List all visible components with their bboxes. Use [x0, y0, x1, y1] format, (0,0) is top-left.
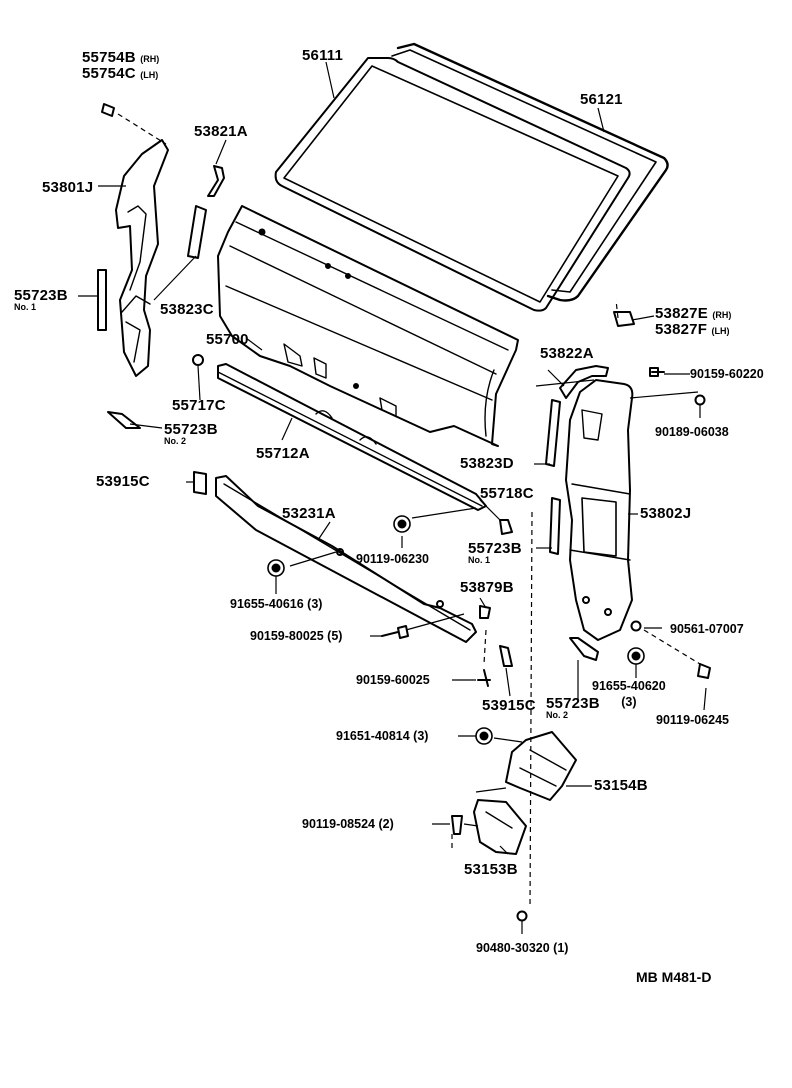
label-90119-06230: 90119-06230 — [356, 552, 429, 566]
label-55723b-no2-left: 55723B No. 2 — [164, 422, 218, 446]
leader-lines — [78, 61, 707, 934]
label-91655-40620: 91655-40620 (3) — [592, 680, 666, 708]
nut-90189-06038 — [694, 394, 706, 406]
label-56121: 56121 — [580, 91, 623, 108]
bracket-53153b — [473, 799, 527, 855]
clip-55717c — [192, 354, 204, 366]
label-53801j: 53801J — [42, 179, 94, 196]
side-note: (LH) — [711, 326, 730, 336]
part-number: 55754B — [82, 49, 136, 66]
quantity: (3) — [621, 694, 637, 709]
bolt-90119-08524 — [451, 815, 463, 835]
right-side-panel — [565, 379, 634, 641]
label-53823d: 53823D — [460, 455, 514, 472]
diagram-reference: MB M481-D — [636, 969, 712, 985]
badge-b-91655-40620 — [627, 647, 645, 665]
label-90159-60220: 90159-60220 — [690, 367, 764, 381]
label-53822a: 53822A — [540, 345, 594, 362]
label-90119-08524: 90119-08524 (2) — [302, 817, 394, 831]
label-53821a: 53821A — [194, 123, 248, 140]
label-90159-80025: 90159-80025 (5) — [250, 629, 343, 643]
bolt-90159-60220 — [649, 367, 665, 377]
side-note: (LH) — [140, 70, 159, 80]
label-55717c: 55717C — [172, 397, 226, 414]
clip-53879b — [479, 605, 491, 619]
lower-panel — [215, 475, 477, 643]
bolt-90119-06245 — [697, 663, 711, 679]
strip-55723b-no2-left — [107, 411, 141, 429]
side-note: (RH) — [712, 310, 732, 320]
strip-55723b-no1-left — [97, 269, 107, 331]
label-53231a: 53231A — [282, 505, 336, 522]
label-53154b: 53154B — [594, 777, 648, 794]
strip-55723b-no1-right — [549, 497, 561, 555]
part-number: 55723B — [14, 287, 68, 304]
label-53879b: 53879B — [460, 579, 514, 596]
sub-note: No. 1 — [468, 555, 491, 565]
label-90480-30320: 90480-30320 (1) — [476, 941, 569, 955]
label-53827f: 53827F (LH) — [655, 322, 730, 338]
label-90159-60025: 90159-60025 — [356, 673, 430, 687]
label-53915c-left: 53915C — [96, 473, 150, 490]
side-note: (RH) — [140, 54, 160, 64]
label-55723b-no1-right: 55723B No. 1 — [468, 541, 522, 565]
label-53802j: 53802J — [640, 505, 692, 522]
sub-note: No. 1 — [14, 302, 37, 312]
label-56111: 56111 — [302, 47, 344, 64]
left-side-panel — [115, 139, 169, 377]
bracket-53821a — [207, 165, 225, 197]
bracket-53154b — [505, 731, 577, 801]
strip-53823d — [545, 399, 561, 467]
label-55718c: 55718C — [480, 485, 534, 502]
part-number: 55723B — [164, 421, 218, 438]
label-53915c-right: 53915C — [482, 697, 536, 714]
label-55723b-no1-left: 55723B No. 1 — [14, 288, 68, 312]
windshield-glass — [274, 57, 631, 312]
label-55754c: 55754C (LH) — [82, 66, 158, 82]
bolt-90159-60025 — [477, 669, 491, 687]
badge-b-90119-06230 — [393, 515, 411, 533]
cowl-panel — [217, 205, 519, 447]
label-55723b-no2-right: 55723B No. 2 — [546, 696, 600, 720]
label-55712a: 55712A — [256, 445, 310, 462]
clip-53915c-left — [193, 471, 207, 495]
strip-53823c — [187, 205, 207, 259]
badge-b-91655-40616 — [267, 559, 285, 577]
clip-55754 — [101, 103, 115, 117]
part-number: 91655-40620 — [592, 679, 666, 693]
part-number: 53827E — [655, 305, 708, 322]
part-number: 55723B — [468, 540, 522, 557]
sub-note: No. 2 — [546, 710, 569, 720]
label-91651-40814: 91651-40814 (3) — [336, 729, 429, 743]
clip-53915c-right — [499, 645, 513, 667]
label-55700: 55700 — [206, 331, 249, 348]
clip-55718c — [499, 519, 513, 535]
label-91655-40616: 91655-40616 (3) — [230, 597, 323, 611]
part-number: 55754C — [82, 65, 136, 82]
clip-53827 — [613, 311, 635, 327]
label-90561-07007: 90561-07007 — [670, 622, 744, 636]
strip-53822a — [559, 365, 609, 399]
nut-90480-30320 — [516, 910, 528, 922]
part-number: 55723B — [546, 695, 600, 712]
dashed-guides — [117, 113, 701, 909]
label-53153b: 53153B — [464, 861, 518, 878]
label-55754b: 55754B (RH) — [82, 50, 159, 66]
lower-cowl-panel — [217, 363, 487, 511]
windshield-weatherstrip — [391, 42, 669, 302]
label-90189-06038: 90189-06038 — [655, 425, 729, 439]
bolt-90159-80025 — [381, 625, 409, 639]
label-53827e: 53827E (RH) — [655, 306, 731, 322]
sub-note: No. 2 — [164, 436, 187, 446]
label-90119-06245: 90119-06245 — [656, 713, 729, 727]
nut-90561-07007 — [630, 620, 642, 632]
label-53823c: 53823C — [160, 301, 214, 318]
part-number: 53827F — [655, 321, 708, 338]
badge-b-91651-40814 — [475, 727, 493, 745]
b-badges — [267, 515, 645, 745]
strip-55723b-no2-right — [569, 637, 599, 661]
